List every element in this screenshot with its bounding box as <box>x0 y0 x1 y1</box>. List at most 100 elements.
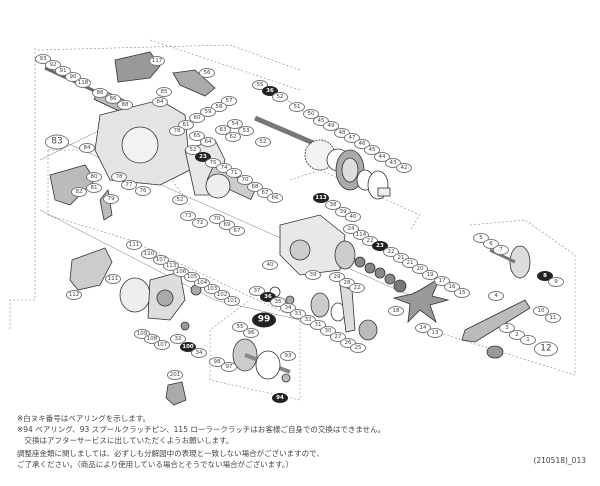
part-number-label: 68 <box>247 182 263 192</box>
part-number-label: 19 <box>422 270 438 280</box>
part-number-label: 88 <box>117 100 133 110</box>
part-number-label: 96 <box>243 328 259 338</box>
part-number-label: 107 <box>154 340 170 350</box>
part-number-label: 50 <box>303 109 319 119</box>
part-number-label: 91 <box>55 66 71 76</box>
part-number-label: 107 <box>153 255 169 265</box>
part-number-label: 79 <box>103 194 119 204</box>
part-number-label: 56 <box>199 68 215 78</box>
part-number-label: 31 <box>310 320 326 330</box>
bearing-part-number-label: 23 <box>372 241 388 251</box>
part-number-label: 60 <box>189 113 205 123</box>
part-number-label: 61 <box>178 120 194 130</box>
part-number-label: 77 <box>121 180 137 190</box>
part-number-label: 52 <box>172 195 188 205</box>
part-number-label: 93 <box>35 54 51 64</box>
note-bearing-legend: ※白ヌキ番号はベアリングを示します。 <box>17 414 151 423</box>
part-number-label: 201 <box>167 370 183 380</box>
diagram-code: (210518)_013 <box>533 456 586 465</box>
part-number-label: 29 <box>329 272 345 282</box>
part-number-label: 65 <box>189 131 205 141</box>
part-number-label: 17 <box>434 276 450 286</box>
part-number-label: 114 <box>353 230 369 240</box>
part-number-label: 81 <box>86 183 102 193</box>
part-number-label: 105 <box>184 272 200 282</box>
part-number-label: 104 <box>194 278 210 288</box>
part-number-label: 45 <box>364 145 380 155</box>
part-number-label: 30 <box>320 326 336 336</box>
note-shims-cont: ご了承ください。（商品により使用している場合とそうでない場合がございます。） <box>17 460 294 469</box>
part-number-label: 69 <box>219 220 235 230</box>
part-number-label: 13 <box>427 328 443 338</box>
part-number-label: 84 <box>152 97 168 107</box>
part-number-label: 57 <box>221 96 237 106</box>
part-number-label: 3 <box>499 323 515 333</box>
part-number-label: 59 <box>200 107 216 117</box>
part-number-label: 51 <box>289 102 305 112</box>
part-number-label: 117 <box>149 56 165 66</box>
part-number-label: 54 <box>227 119 243 129</box>
part-number-label: 47 <box>344 133 360 143</box>
part-number-label: 6 <box>483 239 499 249</box>
part-number-label: 35 <box>270 297 286 307</box>
part-number-label: 70 <box>209 214 225 224</box>
part-number-label: 27 <box>330 332 346 342</box>
part-number-label: 49 <box>323 121 339 131</box>
part-number-label: 20 <box>412 264 428 274</box>
part-number-label: 39 <box>305 270 321 280</box>
part-number-label: 103 <box>204 284 220 294</box>
part-number-label: 82 <box>71 187 87 197</box>
part-number-label: 25 <box>350 343 366 353</box>
part-number-label: 21 <box>402 258 418 268</box>
part-number-label: 110 <box>141 249 157 259</box>
part-number-label: 12 <box>534 341 558 357</box>
note-non-replaceable: ※94 ベアリング、93 スプールクラッチピン、115 ローラークラッチはお客様… <box>17 425 386 434</box>
part-number-label: 93 <box>280 351 296 361</box>
part-number-label: 118 <box>75 78 91 88</box>
part-number-label: 9 <box>548 277 564 287</box>
part-number-label: 111 <box>126 240 142 250</box>
part-number-label: 34 <box>280 303 296 313</box>
part-number-label: 85 <box>156 87 172 97</box>
part-number-label: 72 <box>192 218 208 228</box>
part-number-label: 90 <box>65 72 81 82</box>
part-number-label: 22 <box>349 283 365 293</box>
part-number-label: 73 <box>180 211 196 221</box>
part-number-label: 62 <box>225 132 241 142</box>
part-number-label: 38 <box>325 200 341 210</box>
bearing-part-number-label: 8 <box>537 271 553 281</box>
part-number-label: 97 <box>221 362 237 372</box>
part-number-label: 101 <box>224 296 240 306</box>
part-number-label: 22 <box>383 247 399 257</box>
part-number-label: 16 <box>444 282 460 292</box>
part-number-label: 70 <box>237 175 253 185</box>
part-number-label: 86 <box>92 88 108 98</box>
part-number-label: 63 <box>215 125 231 135</box>
part-number-label: 46 <box>354 139 370 149</box>
part-number-label: 40 <box>345 212 361 222</box>
part-number-label: 102 <box>214 290 230 300</box>
part-number-label: 76 <box>135 186 151 196</box>
part-number-label: 15 <box>454 288 470 298</box>
part-number-label: 5 <box>473 233 489 243</box>
part-number-label: 11 <box>545 313 561 323</box>
note-shims: 調整座金類に関しましては、必ずしも分解図中の表現と一致しない場合がございますので… <box>17 449 324 458</box>
part-number-label: 32 <box>170 334 186 344</box>
part-number-label: 33 <box>290 309 306 319</box>
part-number-label: 55 <box>252 80 268 90</box>
part-number-label: 67 <box>229 226 245 236</box>
part-number-label: 86 <box>105 94 121 104</box>
part-number-label: 111 <box>105 274 121 284</box>
note-after-service: 交換はアフターサービスに出していただくようお願いします。 <box>17 436 234 445</box>
part-number-label: 34 <box>191 348 207 358</box>
part-number-label: 37 <box>249 286 265 296</box>
part-number-label: 7 <box>493 245 509 255</box>
part-number-label: 44 <box>374 152 390 162</box>
part-number-label: 42 <box>396 163 412 173</box>
part-number-label: 1 <box>520 335 536 345</box>
bearing-part-number-label: 100 <box>180 342 196 352</box>
part-number-label: 64 <box>200 137 216 147</box>
part-number-label: 40 <box>262 260 278 270</box>
part-number-label: 18 <box>388 306 404 316</box>
part-number-label: 113 <box>163 261 179 271</box>
